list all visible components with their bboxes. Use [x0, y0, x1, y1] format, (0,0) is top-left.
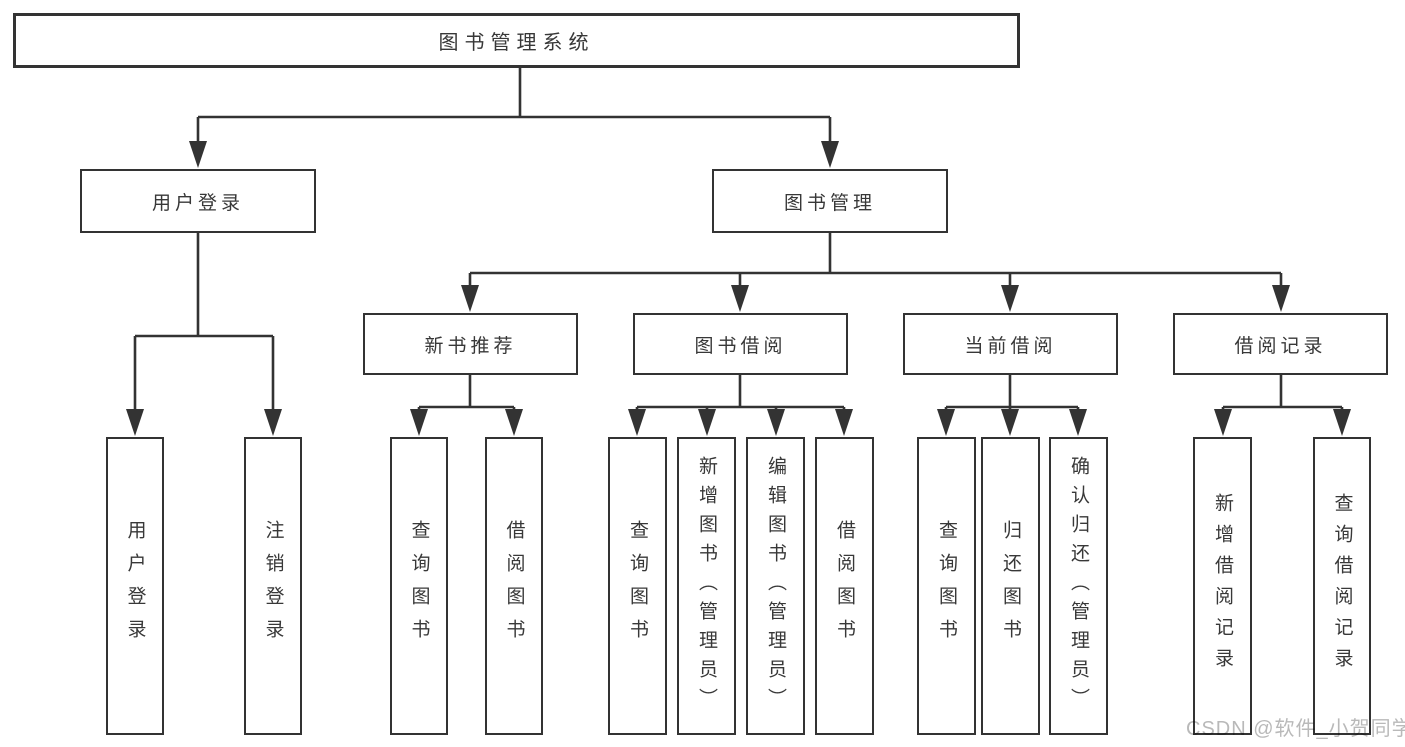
node-label: 新增图书（管理员） — [696, 455, 717, 717]
node-new-book-recommendation: 新书推荐 — [363, 313, 578, 375]
node-library-management-system: 图书管理系统 — [13, 13, 1020, 68]
node-label: 当前借阅 — [964, 335, 1057, 357]
leaf-logout: 注销登录 — [244, 437, 302, 735]
leaf-current-query-books: 查询图书 — [917, 437, 976, 735]
leaf-user-login: 用户登录 — [106, 437, 164, 735]
leaf-records-add-record: 新增借阅记录 — [1193, 437, 1252, 735]
node-label: 图书管理系统 — [438, 32, 595, 54]
node-borrowing-records: 借阅记录 — [1173, 313, 1388, 375]
node-label: 确认归还（管理员） — [1068, 455, 1089, 717]
leaf-borrow-edit-books-admin: 编辑图书（管理员） — [746, 437, 805, 735]
node-label: 归还图书 — [1000, 520, 1021, 652]
watermark-text: CSDN @软件_小贺同学 — [1186, 718, 1405, 740]
arrow-heads — [126, 141, 1351, 436]
node-label: 注销登录 — [262, 520, 284, 652]
node-label: 借阅图书 — [834, 520, 855, 652]
node-label: 新书推荐 — [424, 335, 517, 357]
leaf-borrow-add-books-admin: 新增图书（管理员） — [677, 437, 736, 735]
leaf-current-return-books: 归还图书 — [981, 437, 1040, 735]
node-label: 查询图书 — [408, 520, 430, 652]
leaf-borrow-query-books: 查询图书 — [608, 437, 667, 735]
node-book-borrowing: 图书借阅 — [633, 313, 848, 375]
node-user-login: 用户登录 — [80, 169, 316, 233]
node-label: 查询图书 — [936, 520, 957, 652]
node-label: 查询借阅记录 — [1331, 493, 1353, 679]
leaf-borrow-borrow-books: 借阅图书 — [815, 437, 874, 735]
node-label: 借阅图书 — [503, 520, 525, 652]
leaf-records-query-record: 查询借阅记录 — [1313, 437, 1371, 735]
node-label: 查询图书 — [627, 520, 648, 652]
node-book-management: 图书管理 — [712, 169, 948, 233]
node-label: 用户登录 — [151, 192, 244, 214]
node-label: 编辑图书（管理员） — [765, 455, 786, 717]
leaf-recommend-borrow-books: 借阅图书 — [485, 437, 543, 735]
node-label: 新增借阅记录 — [1212, 493, 1233, 679]
node-current-borrowing: 当前借阅 — [903, 313, 1118, 375]
node-label: 图书借阅 — [694, 335, 787, 357]
node-label: 用户登录 — [124, 520, 146, 652]
leaf-current-confirm-return-admin: 确认归还（管理员） — [1049, 437, 1108, 735]
node-label: 图书管理 — [783, 192, 876, 214]
leaf-recommend-query-books: 查询图书 — [390, 437, 448, 735]
node-label: 借阅记录 — [1234, 335, 1327, 357]
